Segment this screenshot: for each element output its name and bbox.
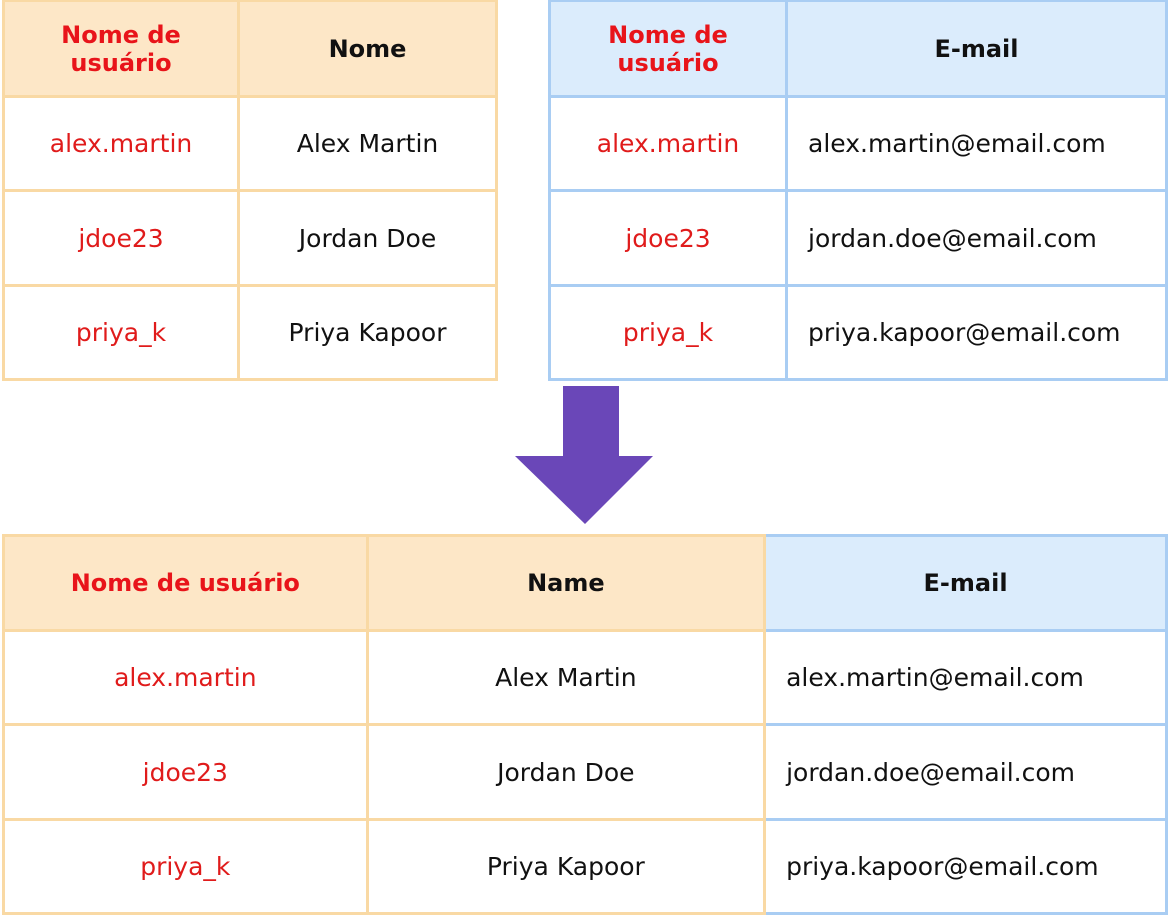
table-row: priya_k Priya Kapoor priya.kapoor@email.…: [2, 818, 1168, 915]
username-cell: alex.martin: [548, 95, 788, 192]
username-cell: priya_k: [2, 818, 369, 915]
name-cell: Alex Martin: [237, 95, 498, 192]
table-row: jdoe23 Jordan Doe: [2, 189, 498, 287]
name-cell: Jordan Doe: [237, 189, 498, 287]
email-cell: alex.martin@email.com: [785, 95, 1168, 192]
name-cell: Priya Kapoor: [237, 284, 498, 381]
email-cell: priya.kapoor@email.com: [763, 818, 1168, 915]
table-header-row: Nome de usuário E-mail: [548, 0, 1168, 98]
header-email: E-mail: [785, 0, 1168, 98]
table-row: alex.martin alex.martin@email.com: [548, 95, 1168, 192]
table-header-row: Nome de usuário Name E-mail: [2, 534, 1168, 632]
header-username: Nome de usuário: [548, 0, 788, 98]
header-username: Nome de usuário: [2, 534, 369, 632]
username-cell: alex.martin: [2, 629, 369, 726]
name-cell: Alex Martin: [365, 629, 767, 726]
table-header-row: Nome de usuário Nome: [2, 0, 498, 98]
header-name: Name: [365, 534, 767, 632]
users-table: Nome de usuário Nome alex.martin Alex Ma…: [2, 0, 498, 381]
email-cell: priya.kapoor@email.com: [785, 284, 1168, 381]
email-cell: jordan.doe@email.com: [763, 723, 1168, 821]
username-cell: priya_k: [2, 284, 240, 381]
header-name: Nome: [237, 0, 498, 98]
username-cell: jdoe23: [548, 189, 788, 287]
name-cell: Priya Kapoor: [365, 818, 767, 915]
table-row: jdoe23 Jordan Doe jordan.doe@email.com: [2, 723, 1168, 821]
table-row: alex.martin Alex Martin: [2, 95, 498, 192]
username-cell: jdoe23: [2, 189, 240, 287]
merged-table: Nome de usuário Name E-mail alex.martin …: [2, 534, 1168, 915]
email-cell: jordan.doe@email.com: [785, 189, 1168, 287]
table-row: jdoe23 jordan.doe@email.com: [548, 189, 1168, 287]
header-username: Nome de usuário: [2, 0, 240, 98]
username-cell: alex.martin: [2, 95, 240, 192]
table-row: priya_k priya.kapoor@email.com: [548, 284, 1168, 381]
email-cell: alex.martin@email.com: [763, 629, 1168, 726]
table-row: alex.martin Alex Martin alex.martin@emai…: [2, 629, 1168, 726]
username-cell: jdoe23: [2, 723, 369, 821]
name-cell: Jordan Doe: [365, 723, 767, 821]
table-row: priya_k Priya Kapoor: [2, 284, 498, 381]
emails-table: Nome de usuário E-mail alex.martin alex.…: [548, 0, 1168, 381]
header-email: E-mail: [763, 534, 1168, 632]
username-cell: priya_k: [548, 284, 788, 381]
down-arrow-icon: [515, 386, 653, 524]
